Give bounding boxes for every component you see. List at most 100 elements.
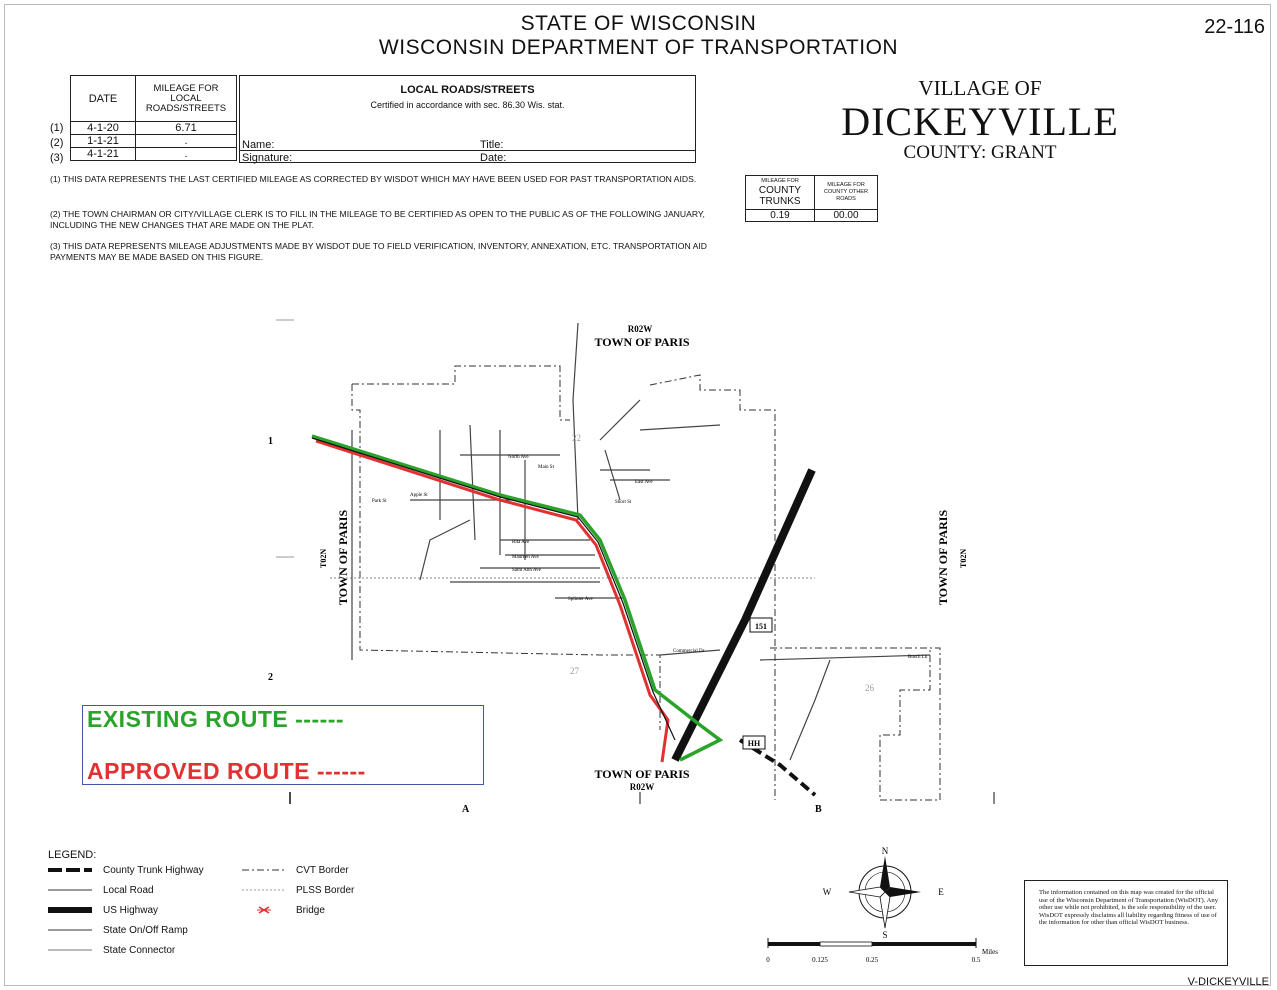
street-apple-st: Apple St: [410, 493, 428, 498]
street-main-st: Main St: [538, 465, 555, 470]
row3-mileage: .: [135, 147, 237, 161]
cert-date-label: Date:: [480, 152, 507, 164]
approved-route-label: APPROVED ROUTE ------: [87, 758, 366, 784]
grid-row-1: 1: [268, 436, 273, 447]
scale-unit: Miles: [982, 948, 998, 956]
compass-north: N: [882, 846, 889, 856]
village-prefix: VILLAGE OF: [918, 76, 1042, 100]
cert-title-label: Title:: [480, 139, 504, 151]
row1-date: 4-1-20: [70, 121, 136, 135]
page-border: [4, 4, 1271, 986]
sheet-number: 22-116: [1204, 16, 1265, 38]
row3-num: (3): [50, 152, 64, 164]
compass-south: S: [882, 930, 887, 940]
legend-symbols: [48, 868, 284, 951]
note-1: (1) THIS DATA REPRESENTS THE LAST CERTIF…: [50, 174, 697, 184]
cert-signature-label: Signature:: [242, 152, 293, 164]
range-bottom-label: R02W: [630, 782, 655, 792]
legend-local-road: Local Road: [103, 885, 154, 896]
row2-date: 1-1-21: [70, 134, 136, 148]
header-state: STATE OF WISCONSIN: [520, 12, 757, 35]
cvt-border-line: [351, 365, 941, 801]
legend-us-highway: US Highway: [103, 905, 159, 916]
compass-west: W: [823, 887, 832, 897]
footer-map-id: V-DICKEYVILLE: [1187, 976, 1269, 988]
town-top-label: TOWN OF PARIS: [594, 335, 689, 349]
town-right-label: TOWN OF PARIS: [936, 510, 950, 605]
township-left-label: T02N: [319, 549, 328, 568]
note-3: (3) THIS DATA REPRESENTS MILEAGE ADJUSTM…: [50, 241, 707, 262]
street-splinter-ave: Splinter Ave: [568, 597, 594, 602]
section-26: 26: [865, 683, 875, 693]
street-rita-ave: Rita Ave: [512, 540, 530, 545]
legend-connector: State Connector: [103, 945, 176, 956]
county-name: COUNTY: GRANT: [903, 142, 1057, 163]
street-short-st: Short St: [615, 500, 632, 505]
cert-title: LOCAL ROADS/STREETS: [400, 84, 535, 96]
street-north-ave: North Ave: [508, 455, 529, 460]
route-key-box: EXISTING ROUTE ------ APPROVED ROUTE ---…: [82, 705, 484, 785]
row1-mileage: 6.71: [135, 121, 237, 135]
approved-route-line: [315, 439, 670, 763]
village-name: DICKEYVILLE: [841, 99, 1119, 144]
street-labels: North Ave Main St East Ave Park St Apple…: [372, 455, 928, 660]
legend-cvt-border: CVT Border: [296, 865, 349, 876]
grid-row-2: 2: [268, 672, 273, 683]
cert-subtitle: Certified in accordance with sec. 86.30 …: [370, 100, 565, 110]
scale-bar: 0 0.125 0.25 0.5 Miles: [766, 938, 998, 964]
range-top-label: R02W: [628, 324, 653, 334]
ct-col2: MILEAGE FOR COUNTY OTHER ROADS: [814, 175, 878, 210]
county-hh-shield-icon: [742, 735, 766, 750]
section-22: 22: [572, 433, 581, 443]
ct-col1: MILEAGE FOR: [761, 178, 799, 184]
scale-tick-0: 0: [766, 956, 770, 964]
street-park-st: Park St: [372, 499, 387, 504]
row2-num: (2): [50, 137, 64, 149]
street-east-ave: East Ave: [635, 480, 653, 485]
row3-date: 4-1-21: [70, 147, 136, 161]
row2-mileage: .: [135, 134, 237, 148]
county-hh-label: HH: [748, 739, 761, 748]
legend-ramp: State On/Off Ramp: [103, 925, 188, 936]
us-151-shield-icon: [749, 617, 773, 633]
grid-col-b: B: [815, 804, 822, 815]
us-151-label: 151: [755, 622, 767, 631]
town-left-label: TOWN OF PARIS: [336, 510, 350, 605]
legend-bridge: Bridge: [296, 905, 325, 916]
local-roads: [351, 322, 931, 761]
ct-col1b: COUNTY TRUNKS: [758, 185, 802, 207]
note-2: (2) THE TOWN CHAIRMAN OR CITY/VILLAGE CL…: [50, 209, 705, 230]
mileage-table: DATE MILEAGE FOR LOCAL ROADS/STREETS 4-1…: [70, 75, 237, 161]
compass-east: E: [938, 887, 944, 897]
us-highway-line: [671, 468, 816, 762]
legend-plss-border: PLSS Border: [296, 885, 355, 896]
street-busch-ln: Busch Ln: [908, 655, 928, 660]
bridge-icon: [257, 906, 271, 914]
scale-tick-0125: 0.125: [812, 956, 828, 964]
street-commercial-dr: Commercial Dr: [673, 649, 705, 654]
col-mileage-header: MILEAGE FOR LOCAL ROADS/STREETS: [135, 75, 237, 122]
ct-val2: 00.00: [814, 209, 878, 222]
certification-box: LOCAL ROADS/STREETS Certified in accorda…: [239, 75, 696, 164]
village-map: R02W TOWN OF PARIS TOWN OF PARIS R02W TO…: [268, 319, 995, 815]
legend-title: LEGEND:: [48, 849, 97, 861]
county-mileage-table: MILEAGE FOR COUNTY TRUNKS MILEAGE FOR CO…: [745, 175, 878, 222]
ct-val1: 0.19: [745, 209, 815, 222]
existing-route-line: [311, 434, 724, 762]
scale-tick-05: 0.5: [972, 956, 981, 964]
existing-route-label: EXISTING ROUTE ------: [87, 706, 345, 732]
cert-name-label: Name:: [242, 139, 275, 151]
row1-num: (1): [50, 122, 64, 134]
col-date-header: DATE: [70, 75, 136, 122]
grid-col-a: A: [462, 804, 470, 815]
header-department: WISCONSIN DEPARTMENT OF TRANSPORTATION: [378, 36, 899, 59]
section-27: 27: [570, 666, 580, 676]
scale-tick-025: 0.25: [866, 956, 879, 964]
county-trunk-road: [311, 437, 676, 741]
legend-county-trunk: County Trunk Highway: [103, 865, 204, 876]
disclaimer-box: The information contained on this map wa…: [1024, 880, 1228, 966]
street-saint-ann-ave: Saint Ann Ave: [512, 568, 542, 573]
compass-rose-icon: N S E W: [823, 846, 945, 940]
street-maureen-ave: Maureen Ave: [512, 555, 539, 560]
town-bottom-label: TOWN OF PARIS: [594, 767, 689, 781]
